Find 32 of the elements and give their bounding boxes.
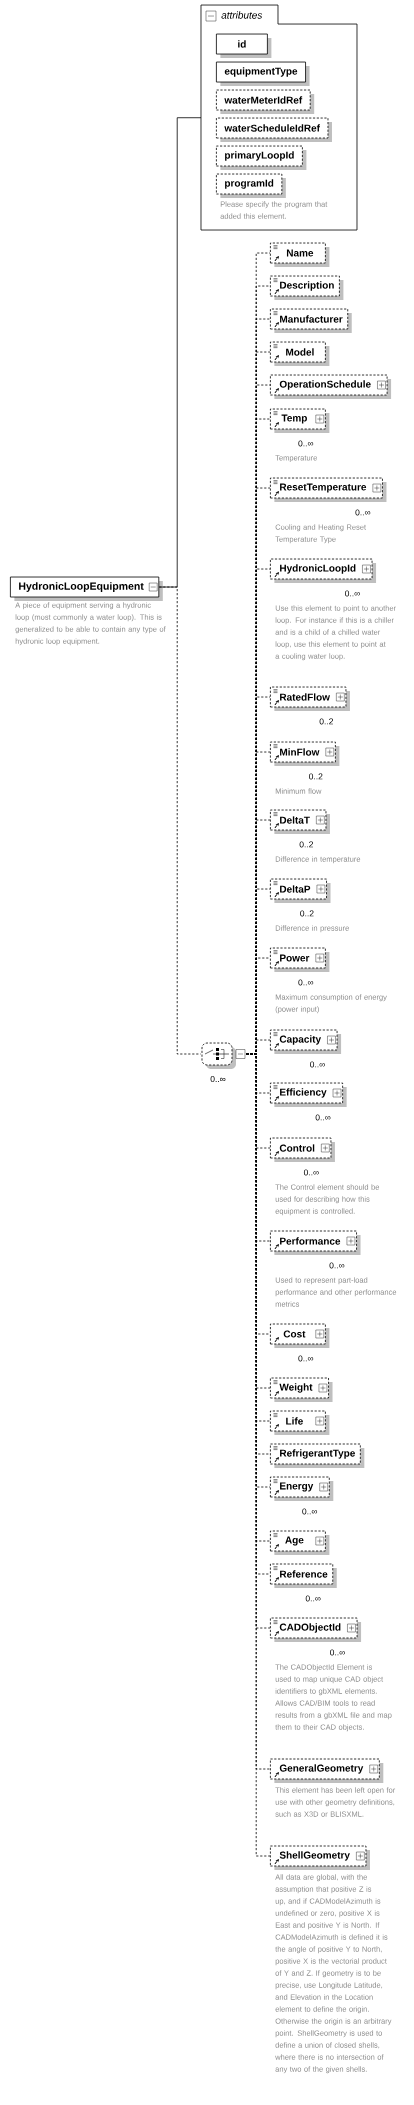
cardinality-label: 0..∞: [315, 1114, 331, 1121]
cardinality-label: 0..∞: [305, 1595, 321, 1602]
element-box: Control: [270, 1137, 335, 1162]
cardinality-label: 0..∞: [303, 1169, 319, 1176]
cardinality-label: 0..∞: [298, 979, 314, 986]
cardinality-label: 0..∞: [302, 1508, 318, 1515]
element-box: RefrigerantType: [270, 1443, 365, 1468]
cardinality-label: 0..∞: [345, 590, 360, 597]
cardinality-label: 0..2: [319, 718, 333, 725]
cardinality-label: 0..∞: [330, 1649, 345, 1656]
cardinality-label: 0..2: [299, 841, 313, 848]
element-box: Efficiency: [270, 1082, 347, 1107]
element-box: CADObjectId: [270, 1617, 362, 1642]
cardinality-label: 0..2: [309, 773, 323, 780]
attribute-box: equipmentType: [216, 61, 310, 87]
element-box: HydronicLoopEquipment: [10, 576, 163, 601]
connector-line: [158, 117, 202, 588]
cardinality-label: 0..∞: [210, 1076, 226, 1082]
cardinality-label: 0..2: [300, 910, 314, 917]
attribute-box: waterScheduleIdRef: [216, 117, 332, 143]
cardinality-label: 0..∞: [355, 509, 371, 516]
cardinality-label: 0..∞: [329, 1262, 345, 1269]
attribute-box: id: [216, 33, 272, 59]
attribute-box: waterMeterIdRef: [216, 89, 315, 115]
element-box: Reference: [270, 1563, 337, 1588]
cardinality-label: 0..∞: [310, 1061, 325, 1068]
cardinality-label: 0..∞: [298, 440, 314, 447]
connector-line: [158, 586, 202, 1055]
attribute-box: primaryLoopId: [216, 145, 307, 171]
attribute-box: programId: [216, 173, 286, 199]
cardinality-label: 0..∞: [298, 1355, 314, 1362]
element-box: Power: [270, 947, 330, 972]
